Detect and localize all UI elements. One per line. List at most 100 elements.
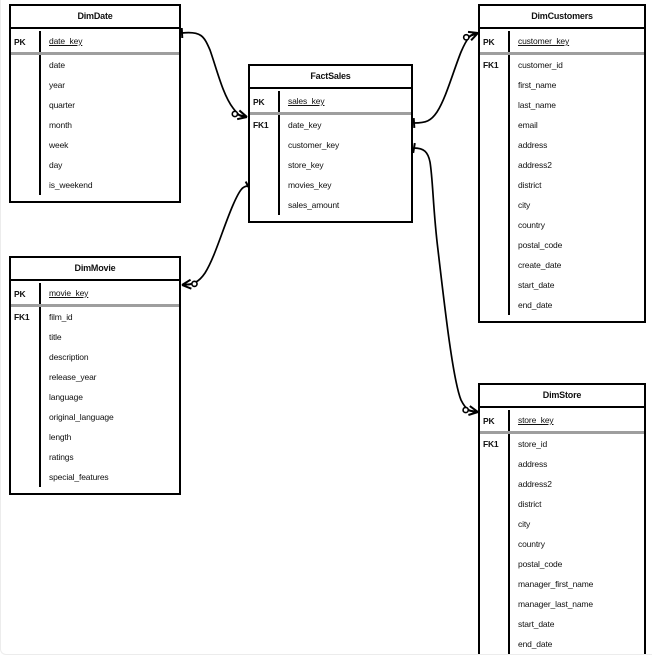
attribute-row[interactable]: description: [11, 347, 179, 367]
attribute-row[interactable]: title: [11, 327, 179, 347]
attribute-name: customer_id: [508, 55, 644, 75]
attribute-name-text: country: [518, 539, 545, 549]
relationship-line: [413, 32, 479, 124]
attribute-row[interactable]: district: [480, 494, 644, 514]
attribute-row[interactable]: address2: [480, 474, 644, 494]
attribute-row[interactable]: FK1 date_key: [250, 115, 411, 135]
attribute-row[interactable]: week: [11, 135, 179, 155]
attribute-row[interactable]: quarter: [11, 95, 179, 115]
attribute-name: last_name: [508, 95, 644, 115]
relationship-rel-sales-customers[interactable]: [412, 30, 479, 129]
attribute-row[interactable]: year: [11, 75, 179, 95]
attribute-name: manager_first_name: [508, 574, 644, 594]
attribute-row[interactable]: email: [480, 115, 644, 135]
attribute-row[interactable]: original_language: [11, 407, 179, 427]
attribute-name: special_features: [39, 467, 179, 487]
attribute-row[interactable]: manager_last_name: [480, 594, 644, 614]
attribute-row[interactable]: postal_code: [480, 235, 644, 255]
attribute-name-text: create_date: [518, 260, 562, 270]
attribute-row[interactable]: district: [480, 175, 644, 195]
attribute-row[interactable]: ratings: [11, 447, 179, 467]
attribute-row[interactable]: start_date: [480, 275, 644, 295]
attribute-name-text: language: [49, 392, 83, 402]
attribute-row[interactable]: country: [480, 215, 644, 235]
attribute-name: address2: [508, 474, 644, 494]
attribute-row[interactable]: address: [480, 454, 644, 474]
attribute-row[interactable]: month: [11, 115, 179, 135]
relationship-rel-movie-sales[interactable]: [181, 181, 252, 290]
primary-key-separator: [11, 304, 179, 307]
attribute-row[interactable]: store_key: [250, 155, 411, 175]
attribute-name: customer_key: [278, 135, 411, 155]
attribute-name-text: end_date: [518, 300, 553, 310]
attribute-row[interactable]: city: [480, 195, 644, 215]
attribute-row[interactable]: end_date: [480, 634, 644, 654]
attribute-row[interactable]: release_year: [11, 367, 179, 387]
attribute-name-text: day: [49, 160, 63, 170]
attribute-row[interactable]: is_weekend: [11, 175, 179, 195]
attribute-name: country: [508, 215, 644, 235]
attribute-name: city: [508, 195, 644, 215]
attribute-row[interactable]: language: [11, 387, 179, 407]
attribute-row[interactable]: length: [11, 427, 179, 447]
attribute-row[interactable]: start_date: [480, 614, 644, 634]
attribute-name: ratings: [39, 447, 179, 467]
attr-spacer-bottom: [11, 195, 179, 201]
attribute-name-text: manager_first_name: [518, 579, 594, 589]
attribute-row[interactable]: city: [480, 514, 644, 534]
attribute-key-marker: FK1: [14, 312, 30, 322]
attribute-key-marker: PK: [483, 415, 495, 426]
attribute-row[interactable]: first_name: [480, 75, 644, 95]
attribute-name: postal_code: [508, 235, 644, 255]
attribute-row[interactable]: manager_first_name: [480, 574, 644, 594]
attribute-name-text: country: [518, 220, 545, 230]
relationship-rel-sales-store[interactable]: [412, 142, 479, 416]
attribute-row[interactable]: postal_code: [480, 554, 644, 574]
attribute-name: start_date: [508, 614, 644, 634]
attribute-key-marker: FK1: [253, 120, 269, 130]
attribute-name: release_year: [39, 367, 179, 387]
attribute-name: year: [39, 75, 179, 95]
attribute-name: city: [508, 514, 644, 534]
attribute-row[interactable]: movies_key: [250, 175, 411, 195]
attribute-name: address: [508, 135, 644, 155]
cardinality-one-marker: [180, 27, 184, 39]
attribute-name: date_key: [278, 115, 411, 135]
attribute-name-text: customer_key: [518, 36, 570, 46]
attribute-name: district: [508, 175, 644, 195]
attribute-row[interactable]: day: [11, 155, 179, 175]
attribute-row[interactable]: create_date: [480, 255, 644, 275]
attribute-name: country: [508, 534, 644, 554]
attribute-row[interactable]: date: [11, 55, 179, 75]
attribute-row[interactable]: sales_amount: [250, 195, 411, 215]
attribute-name: day: [39, 155, 179, 175]
relationship-rel-date-sales[interactable]: [180, 27, 248, 121]
attribute-row[interactable]: special_features: [11, 467, 179, 487]
entity-title-dim-date: DimDate: [11, 6, 179, 29]
attribute-row[interactable]: address2: [480, 155, 644, 175]
attribute-row[interactable]: country: [480, 534, 644, 554]
attribute-name-text: quarter: [49, 100, 75, 110]
attribute-name: start_date: [508, 275, 644, 295]
attribute-name: manager_last_name: [508, 594, 644, 614]
attribute-row[interactable]: customer_key: [250, 135, 411, 155]
attribute-row[interactable]: end_date: [480, 295, 644, 315]
attribute-row[interactable]: last_name: [480, 95, 644, 115]
attribute-name: address: [508, 454, 644, 474]
attribute-row[interactable]: address: [480, 135, 644, 155]
